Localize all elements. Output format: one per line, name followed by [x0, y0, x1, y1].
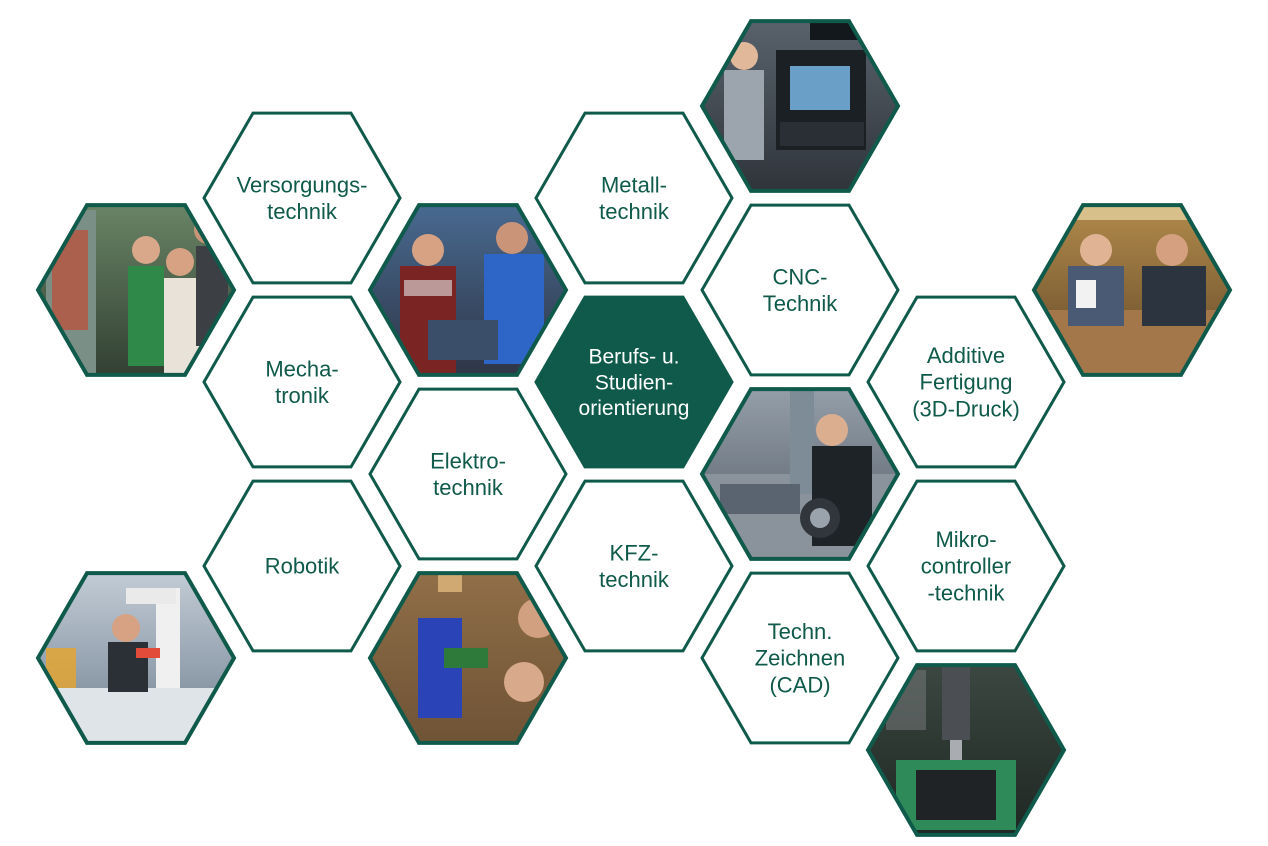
topic-hex-metalltechnik: Metall-technik	[534, 111, 734, 285]
topic-hex-techn-zeichnen: Techn.Zeichnen(CAD)	[700, 571, 900, 745]
photo-mechanics-workbench	[367, 203, 569, 377]
topic-label-robotik: Robotik	[265, 554, 341, 579]
topic-hex-cnc-technik: CNC-Technik	[700, 203, 900, 377]
topic-label-techn-zeichnen: Techn.Zeichnen(CAD)	[755, 619, 846, 698]
photo-electronics-assembly	[367, 571, 569, 745]
topic-label-mechatronik: Mecha-tronik	[265, 356, 338, 408]
photo-layer	[35, 19, 1233, 837]
center-layer: Berufs- u.Studien-orientierung	[534, 295, 734, 469]
center-label: Berufs- u.Studien-orientierung	[579, 346, 690, 420]
photo-workshop-students	[35, 203, 237, 377]
topic-hex-mikrocontrollertechnik: Mikro-controller-technik	[866, 479, 1066, 653]
topic-hex-robotik: Robotik	[202, 479, 402, 653]
photo-drill-press	[865, 663, 1067, 837]
topic-layer: Versorgungs-technik Metall-technikCNC-Tec…	[202, 111, 1066, 745]
topic-label-elektrotechnik: Elektro-technik	[430, 448, 506, 500]
topic-label-mikrocontrollertechnik: Mikro-controller-technik	[921, 527, 1011, 606]
photo-3d-printing-students	[1031, 203, 1233, 377]
topic-label-metalltechnik: Metall-technik	[599, 172, 670, 224]
topic-hex-kfz-technik: KFZ-technik	[534, 479, 734, 653]
topic-label-versorgungstechnik: Versorgungs-technik	[237, 172, 368, 224]
photo-cnc-operator	[699, 19, 901, 193]
topic-label-cnc-technik: CNC-Technik	[763, 264, 839, 316]
photo-suspension-student	[699, 387, 901, 561]
topic-hex-elektrotechnik: Elektro-technik	[368, 387, 568, 561]
photo-robot-arm	[35, 571, 237, 745]
center-hex: Berufs- u.Studien-orientierung	[534, 295, 734, 469]
topic-label-kfz-technik: KFZ-technik	[599, 540, 670, 592]
topic-hex-mechatronik: Mecha-tronik	[202, 295, 402, 469]
topic-hex-versorgungstechnik: Versorgungs-technik	[202, 111, 402, 285]
